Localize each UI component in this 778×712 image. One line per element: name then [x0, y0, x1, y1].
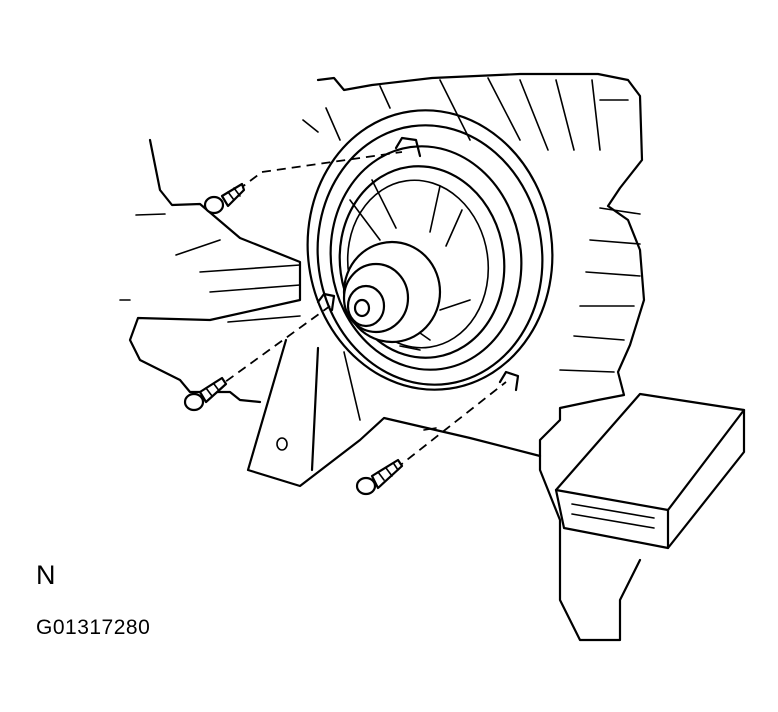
figure-code-label: G01317280: [36, 616, 151, 639]
alignment-lines: [213, 151, 507, 479]
screw-bottom: [355, 458, 404, 496]
blower-housing: [302, 72, 646, 642]
blower-flange: [306, 109, 554, 392]
view-letter-label: N: [36, 560, 56, 590]
mounting-bracket: [246, 338, 542, 488]
motor-hub: [342, 240, 442, 344]
connector-box: [554, 392, 746, 550]
screw-middle: [183, 376, 228, 412]
screw-top: [203, 182, 246, 215]
ductwork-left: [119, 138, 302, 404]
